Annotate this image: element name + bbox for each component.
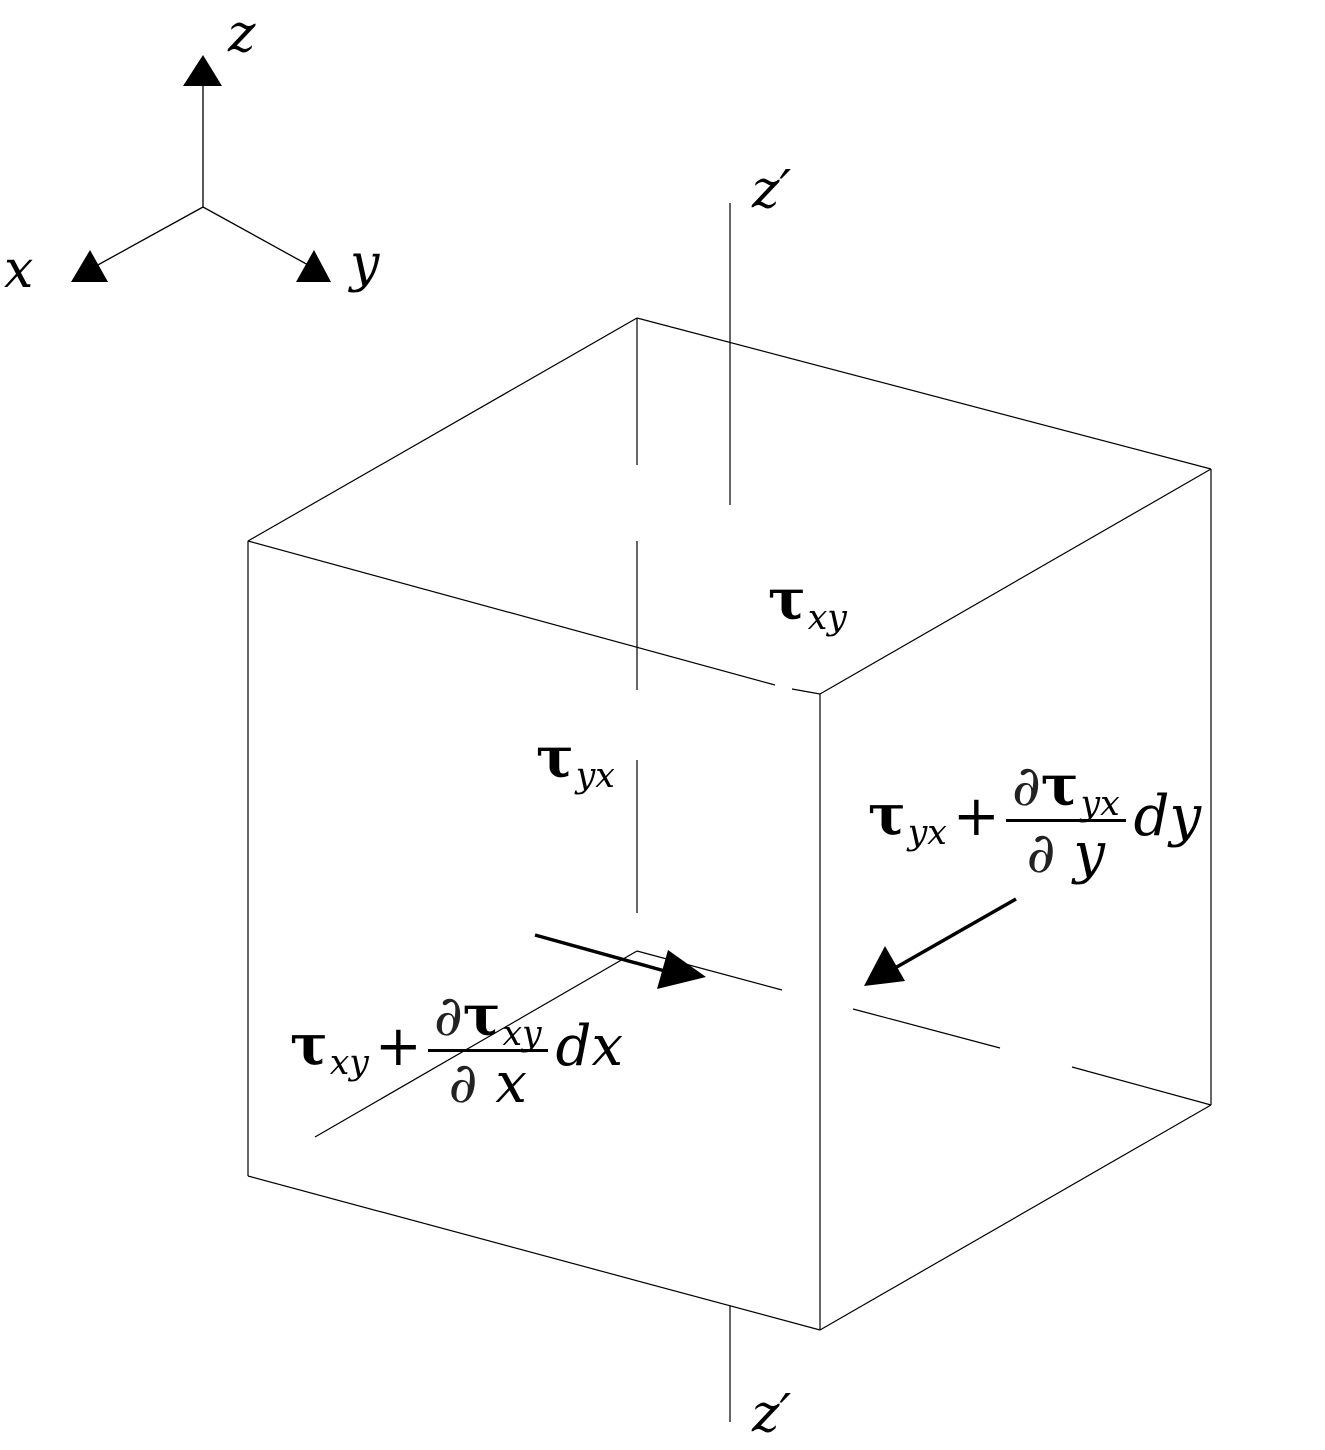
- z-axis-arrowhead: [183, 55, 222, 86]
- x-axis-line: [95, 206, 204, 267]
- hidden-bottom-edge: [852, 1008, 1001, 1049]
- hidden-lines: [314, 318, 1212, 1138]
- cube-edge: [819, 1104, 1212, 1331]
- cube-edge: [247, 317, 638, 542]
- cube-edge: [636, 317, 1212, 470]
- z-prime-bottom-label: z′: [752, 1384, 792, 1444]
- partial-fraction: ∂τxy∂ x: [427, 988, 548, 1116]
- cube-edge: [247, 1175, 821, 1331]
- y-axis-line: [202, 206, 311, 267]
- cube-edge: [791, 688, 821, 695]
- x-axis-arrowhead: [71, 250, 108, 282]
- fraction-denominator: ∂ x: [448, 1051, 527, 1116]
- differential: dx: [555, 1013, 624, 1079]
- fraction-numerator: ∂τxy: [427, 988, 548, 1052]
- plus-sign: +: [952, 783, 1000, 849]
- hidden-bottom-edge: [314, 950, 638, 1138]
- partial-fraction: ∂τyx∂ y: [1005, 758, 1126, 886]
- plus-sign: +: [374, 1013, 422, 1079]
- cube: [247, 317, 1212, 1331]
- z-axis-label: z: [228, 4, 256, 64]
- coordinate-axes: [95, 82, 311, 267]
- top-face-tau-label: τxy: [768, 572, 847, 635]
- cube-edge: [819, 468, 1212, 695]
- tau-symbol: τ: [768, 567, 806, 633]
- tau-symbol: τ: [536, 725, 574, 791]
- tau-yx-arrow: [894, 897, 1017, 970]
- fraction-denominator: ∂ y: [1026, 821, 1105, 886]
- tau-xy-arrowhead: [657, 950, 706, 989]
- stress-arrows: [534, 897, 1017, 989]
- cube-edge: [247, 540, 776, 686]
- z-prime-top-label: z′: [752, 160, 792, 220]
- tau-symbol: τ: [290, 1012, 328, 1079]
- subscript: yx: [907, 813, 947, 854]
- y-axis-label: y: [350, 234, 380, 294]
- inner-tau-label: τyx: [536, 730, 615, 793]
- differential: dy: [1133, 783, 1202, 849]
- subscript: xy: [329, 1043, 369, 1084]
- y-axis-arrowhead: [296, 250, 331, 282]
- subscript: xy: [807, 597, 847, 638]
- tau-yx-arrowhead: [864, 946, 905, 986]
- x-axis-label: x: [4, 240, 34, 300]
- fraction-numerator: ∂τyx: [1005, 758, 1126, 822]
- tau-xy-arrow: [534, 933, 673, 975]
- hidden-bottom-edge: [1071, 1066, 1212, 1106]
- hidden-bottom-edge: [636, 950, 783, 991]
- subscript: yx: [575, 755, 615, 796]
- tau-symbol: τ: [868, 782, 906, 849]
